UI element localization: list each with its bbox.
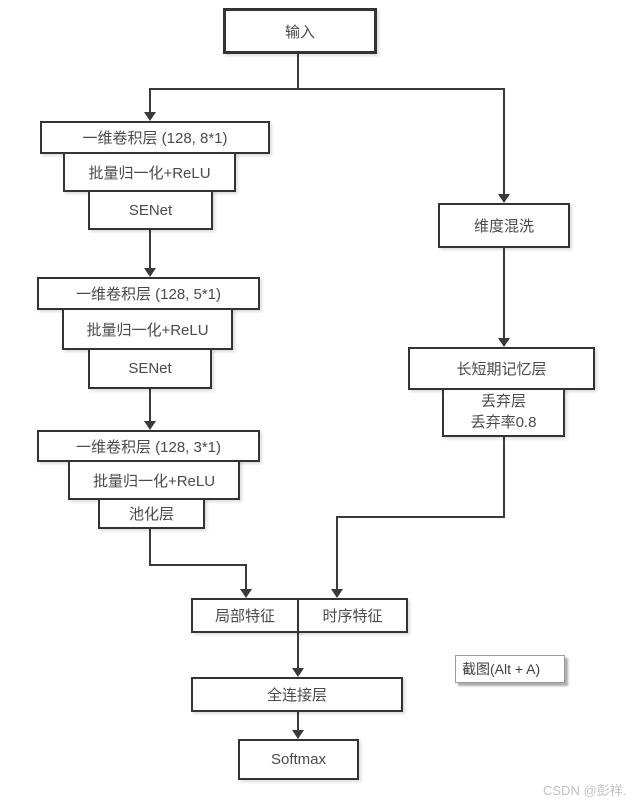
node-batchnorm-relu-3: 批量归一化+ReLU [68,460,240,500]
csdn-watermark: CSDN @彭祥. [543,783,627,798]
connector-senet2-conv3 [149,388,151,422]
connector-pool-down [149,528,151,566]
node-lstm-layer: 长短期记忆层 [408,347,595,390]
arrowhead-to-local-features-icon [240,589,252,598]
connector-dropout-down [503,436,505,518]
node-conv3-layer: 一维卷积层 (128, 3*1) [37,430,260,462]
arrowhead-to-softmax-icon [292,730,304,739]
node-local-features: 局部特征 [191,598,299,633]
connector-features-fc [297,631,299,669]
node-batchnorm-relu-1: 批量归一化+ReLU [63,152,236,192]
connector-input-stem [297,53,299,90]
arrowhead-to-temporal-features-icon [331,589,343,598]
arrowhead-to-conv3-icon [144,421,156,430]
node-senet-2: SENet [88,348,212,389]
connector-pool-to-local [245,564,247,590]
node-pooling-layer: 池化层 [98,498,205,529]
node-dropout-layer: 丢弃层 丢弃率0.8 [442,388,565,437]
node-temporal-features: 时序特征 [297,598,408,633]
arrowhead-to-lstm-icon [498,338,510,347]
node-senet-1: SENet [88,190,213,230]
screenshot-shortcut-tooltip[interactable]: 截图(Alt + A) [455,655,565,683]
connector-split-horizontal [149,88,505,90]
connector-fc-softmax [297,711,299,731]
arrowhead-to-shuffle-icon [498,194,510,203]
connector-dropout-to-temporal [336,516,338,590]
connector-shuffle-lstm [503,247,505,339]
node-dimension-shuffle: 维度混洗 [438,203,570,248]
node-softmax: Softmax [238,739,359,780]
arrowhead-to-fc-icon [292,668,304,677]
dropout-layer-label: 丢弃层 [480,393,526,411]
node-conv2-layer: 一维卷积层 (128, 5*1) [37,277,260,310]
connector-right-branch-drop [503,88,505,195]
connector-left-branch-drop [149,88,151,113]
node-input: 输入 [223,8,377,54]
node-conv1-layer: 一维卷积层 (128, 8*1) [40,121,270,154]
arrowhead-to-conv1-icon [144,112,156,121]
node-batchnorm-relu-2: 批量归一化+ReLU [62,308,233,350]
connector-dropout-horizontal [336,516,505,518]
node-fully-connected: 全连接层 [191,677,403,712]
connector-pool-horizontal [149,564,247,566]
dropout-rate-label: 丢弃率0.8 [470,413,537,431]
connector-senet1-conv2 [149,229,151,269]
arrowhead-to-conv2-icon [144,268,156,277]
